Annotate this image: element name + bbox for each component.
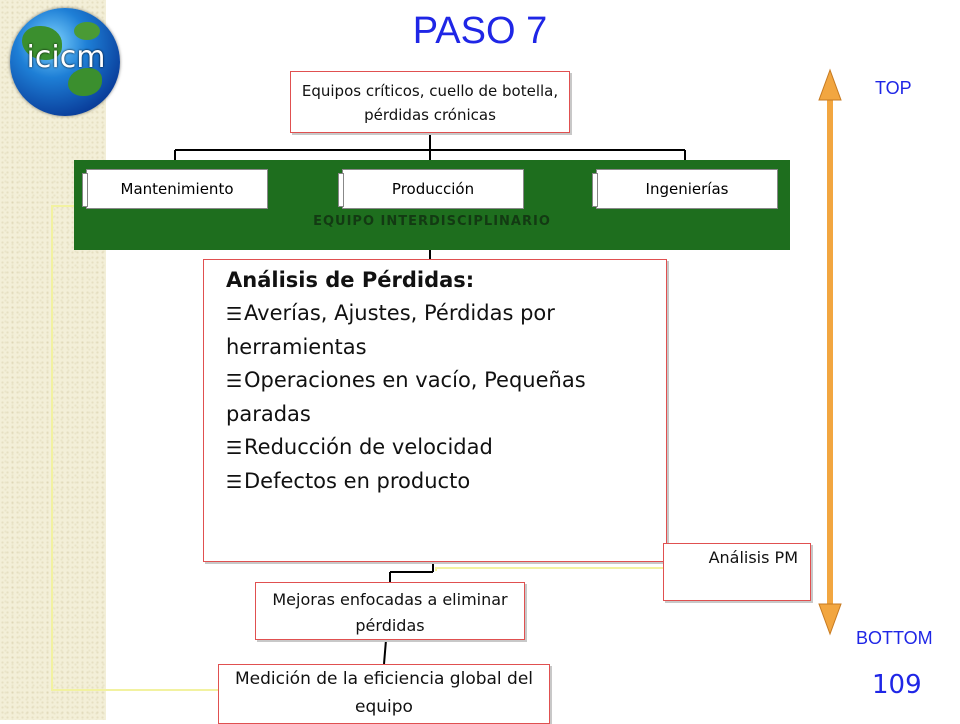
scale-top-label: TOP — [875, 78, 912, 98]
analysis-item-text: Averías, Ajustes, Pérdidas por herramien… — [226, 301, 555, 359]
analysis-heading: Análisis de Pérdidas: — [226, 268, 475, 292]
critical-equipment-box: Equipos críticos, cuello de botella, pér… — [290, 71, 570, 133]
bullet-icon: ☰ — [226, 371, 243, 392]
pm-analysis-box: Análisis PM — [663, 543, 811, 601]
loss-analysis-box: Análisis de Pérdidas: ☰Averías, Ajustes,… — [203, 259, 667, 562]
focused-improvements-box: Mejoras enfocadas a eliminar pérdidas — [255, 582, 525, 640]
page-number: 109 — [872, 670, 922, 700]
team-member-engineering: Ingenierías — [592, 169, 778, 209]
logo-text: icicm — [26, 40, 106, 75]
analysis-item-text: Operaciones en vacío, Pequeñas paradas — [226, 368, 586, 426]
team-label: EQUIPO INTERDISCIPLINARIO — [313, 214, 551, 229]
bullet-icon: ☰ — [226, 438, 243, 459]
analysis-item: ☰Operaciones en vacío, Pequeñas paradas — [226, 364, 656, 431]
analysis-item: ☰Defectos en producto — [226, 465, 656, 499]
analysis-item: ☰Averías, Ajustes, Pérdidas por herramie… — [226, 297, 656, 364]
analysis-item: ☰Reducción de velocidad — [226, 431, 656, 465]
page-title: PASO 7 — [412, 10, 548, 52]
analysis-item-text: Reducción de velocidad — [244, 435, 493, 459]
globe-logo-icon — [10, 8, 120, 116]
analysis-item-text: Defectos en producto — [244, 469, 471, 493]
scale-bottom-label: BOTTOM — [856, 628, 933, 648]
bullet-icon: ☰ — [226, 304, 243, 325]
team-member-production: Producción — [338, 169, 524, 209]
team-member-maintenance: Mantenimiento — [82, 169, 268, 209]
bullet-icon: ☰ — [226, 472, 243, 493]
oee-measurement-box: Medición de la eficiencia global del equ… — [218, 664, 550, 724]
